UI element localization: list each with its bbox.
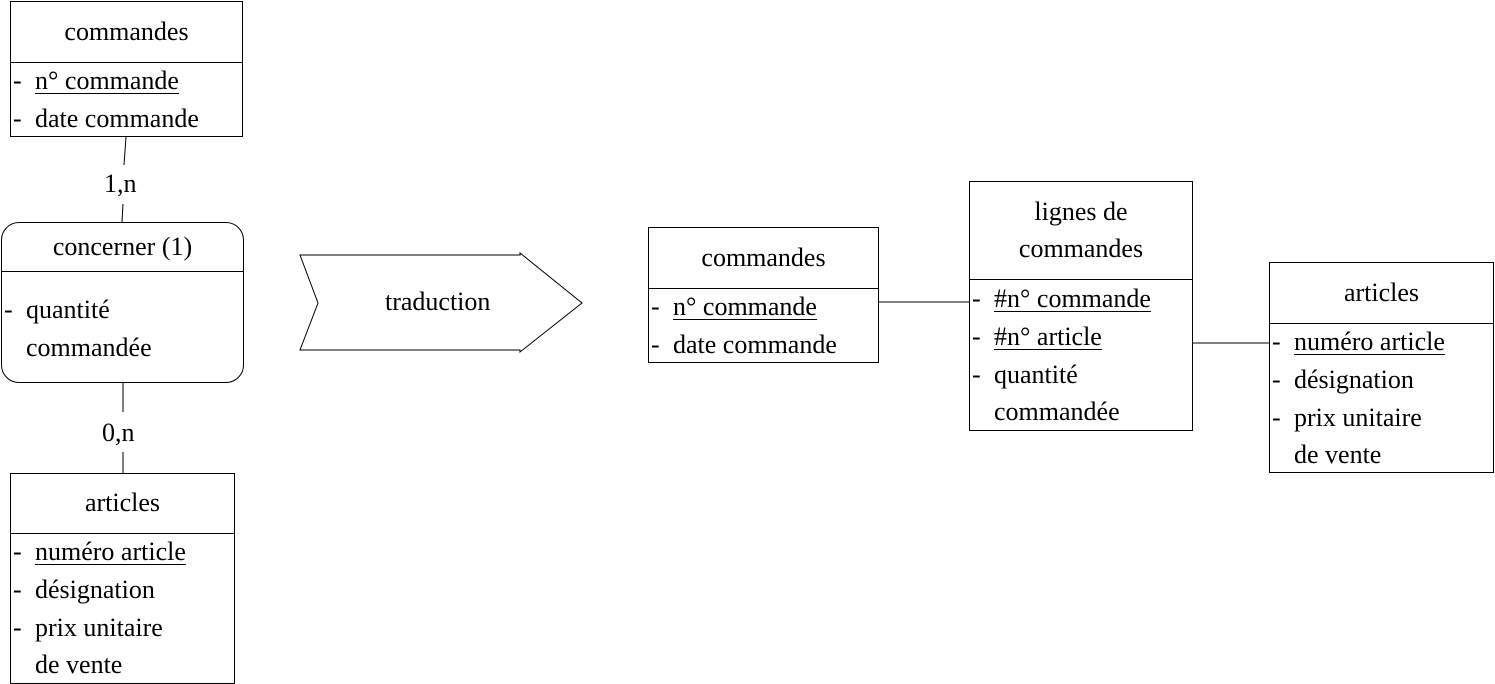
attribute-date-commande: date commande xyxy=(35,104,199,133)
attribute-row: -numéro article xyxy=(11,533,186,571)
attribute-row: -désignation xyxy=(1270,361,1414,399)
attribute-commandee: commandée xyxy=(994,397,1120,426)
attribute-row: -prix unitaire xyxy=(1270,399,1422,437)
entity-title: articles xyxy=(84,488,161,517)
attribute-row: -quantité xyxy=(970,356,1078,394)
attribute-dash: - xyxy=(13,575,22,604)
attribute-row: -#n° commande xyxy=(970,280,1151,318)
entity-title: commandes xyxy=(64,17,189,46)
entity-articles-left: articles -numéro article -désignation -p… xyxy=(10,473,235,684)
association-title: concerner (1) xyxy=(52,232,193,261)
attribute-de-vente: de vente xyxy=(1294,440,1382,469)
attribute-quantite: quantité xyxy=(26,295,110,324)
attribute-row: -#n° article xyxy=(970,318,1102,356)
attribute-pk-numero-article: numéro article xyxy=(1294,327,1445,356)
attribute-prix-unitaire: prix unitaire xyxy=(35,613,163,642)
table-title: commandes xyxy=(701,243,826,272)
attribute-row: -prix unitaire xyxy=(11,609,163,647)
cardinality-top: 1,n xyxy=(104,169,137,198)
attribute-dash: - xyxy=(13,537,22,566)
table-commandes-right: commandes -n° commande -date commande xyxy=(648,227,879,363)
attribute-row: -date commande xyxy=(649,326,837,364)
table-lignes-de-commandes: lignes de commandes -#n° commande -#n° a… xyxy=(969,181,1193,431)
cardinality-bottom: 0,n xyxy=(102,418,135,447)
attribute-prix-unitaire: prix unitaire xyxy=(1294,403,1422,432)
table-title-line1: lignes de xyxy=(1034,197,1128,226)
attribute-row: -n° commande xyxy=(11,62,179,100)
attribute-pk-n-commande: n° commande xyxy=(35,66,179,95)
attribute-dash: - xyxy=(13,104,22,133)
attribute-row: -date commande xyxy=(11,100,199,138)
attribute-designation: désignation xyxy=(1294,365,1414,394)
attribute-pk-numero-article: numéro article xyxy=(35,537,186,566)
attribute-row: -numéro article xyxy=(1270,323,1445,361)
attribute-dash: - xyxy=(972,284,981,313)
attribute-dash: - xyxy=(1272,327,1281,356)
attribute-dash: - xyxy=(1272,403,1281,432)
attribute-dash: - xyxy=(651,292,660,321)
association-concerner: concerner (1) -quantité commandée xyxy=(1,222,244,383)
traduction-arrow-shape xyxy=(299,251,583,354)
link-card-concerner xyxy=(121,203,124,223)
table-articles-right: articles -numéro article -désignation -p… xyxy=(1269,262,1494,473)
attribute-fk-n-article: #n° article xyxy=(994,322,1102,351)
attribute-quantite: quantité xyxy=(994,360,1078,389)
attribute-dash: - xyxy=(972,360,981,389)
attribute-dash: - xyxy=(4,295,13,324)
attribute-fk-n-commande: #n° commande xyxy=(994,284,1151,313)
attribute-designation: désignation xyxy=(35,575,155,604)
attribute-dash: - xyxy=(972,322,981,351)
link-commandes-concerner xyxy=(123,136,127,166)
table-title: articles xyxy=(1343,278,1420,307)
attribute-row: -n° commande xyxy=(649,288,817,326)
attribute-dash: - xyxy=(1272,365,1281,394)
attribute-dash: - xyxy=(651,330,660,359)
attribute-dash: - xyxy=(13,613,22,642)
attribute-date-commande: date commande xyxy=(673,330,837,359)
attribute-commandee: commandée xyxy=(26,333,152,362)
attribute-pk-n-commande: n° commande xyxy=(673,292,817,321)
table-title-line2: commandes xyxy=(1018,234,1144,263)
attribute-row: -désignation xyxy=(11,571,155,609)
attribute-dash: - xyxy=(13,66,22,95)
entity-commandes-left: commandes -n° commande -date commande xyxy=(10,1,243,137)
attribute-row: -quantité xyxy=(2,291,110,329)
attribute-de-vente: de vente xyxy=(35,650,123,679)
traduction-label: traduction xyxy=(385,287,491,316)
